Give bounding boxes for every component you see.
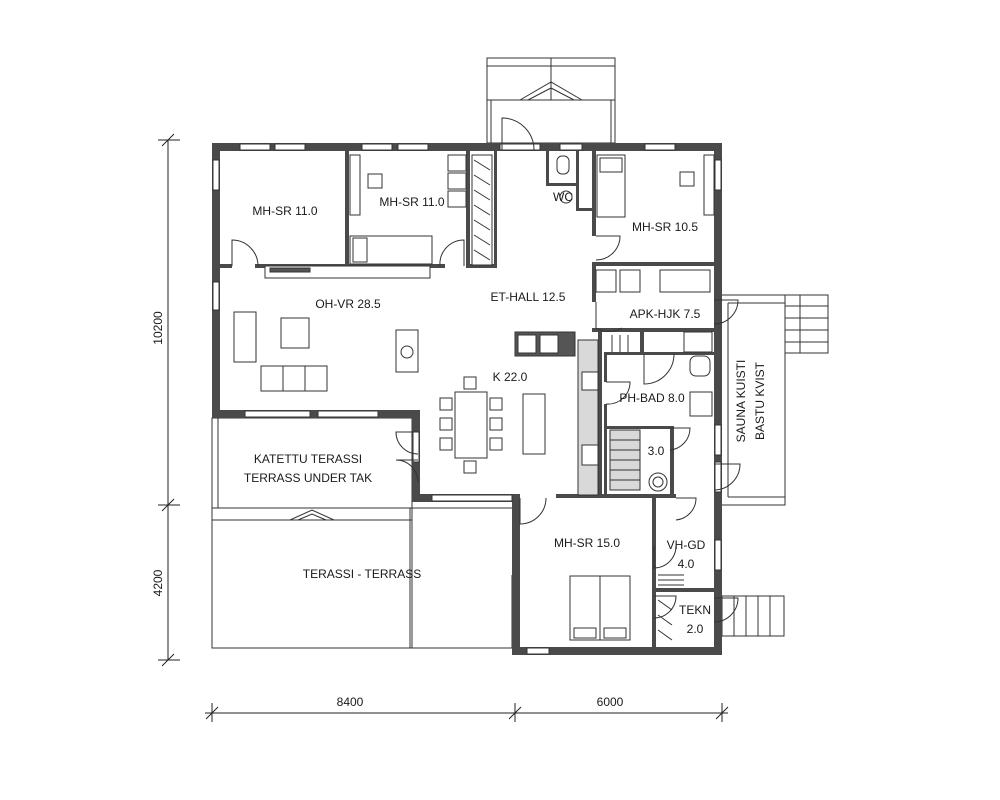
label-et-hall: ET-HALL 12.5: [491, 290, 566, 304]
dim-height-upper: 10200: [151, 311, 165, 345]
label-wc: WC: [553, 190, 573, 204]
label-mh-sr-3: MH-SR 10.5: [632, 220, 698, 234]
label-oh-vr: OH-VR 28.5: [315, 297, 381, 311]
dimension-lines: [158, 133, 729, 722]
label-sauna-kuisti-line2: BASTU KVIST: [753, 361, 767, 440]
dim-width-left: 8400: [337, 695, 364, 709]
label-mh-sr-1: MH-SR 11.0: [252, 204, 317, 218]
label-mh-sr-2: MH-SR 11.0: [379, 195, 444, 209]
dim-width-right: 6000: [597, 695, 624, 709]
label-katettu-line2: TERRASS UNDER TAK: [244, 471, 372, 485]
label-vh-gd-line1: VH-GD: [667, 538, 706, 552]
label-tekn-line2: 2.0: [687, 622, 704, 636]
label-katettu-line1: KATETTU TERASSI: [254, 452, 362, 466]
label-vh-gd-line2: 4.0: [678, 557, 695, 571]
furniture: [233, 154, 715, 641]
label-tekn-line1: TEKN: [679, 603, 711, 617]
door-swings: [231, 117, 741, 623]
dim-height-lower: 4200: [151, 569, 165, 596]
label-sauna-size: 3.0: [648, 444, 665, 458]
label-apk-hjk: APK-HJK 7.5: [630, 307, 701, 321]
label-terassi: TERASSI - TERRASS: [303, 567, 421, 581]
label-k: K 22.0: [493, 370, 528, 384]
label-mh-sr-4: MH-SR 15.0: [554, 536, 620, 550]
label-sauna-kuisti-line1: SAUNA KUISTI: [734, 360, 748, 443]
label-ph-bad: PH-BAD 8.0: [619, 391, 685, 405]
windows: [212, 143, 722, 655]
